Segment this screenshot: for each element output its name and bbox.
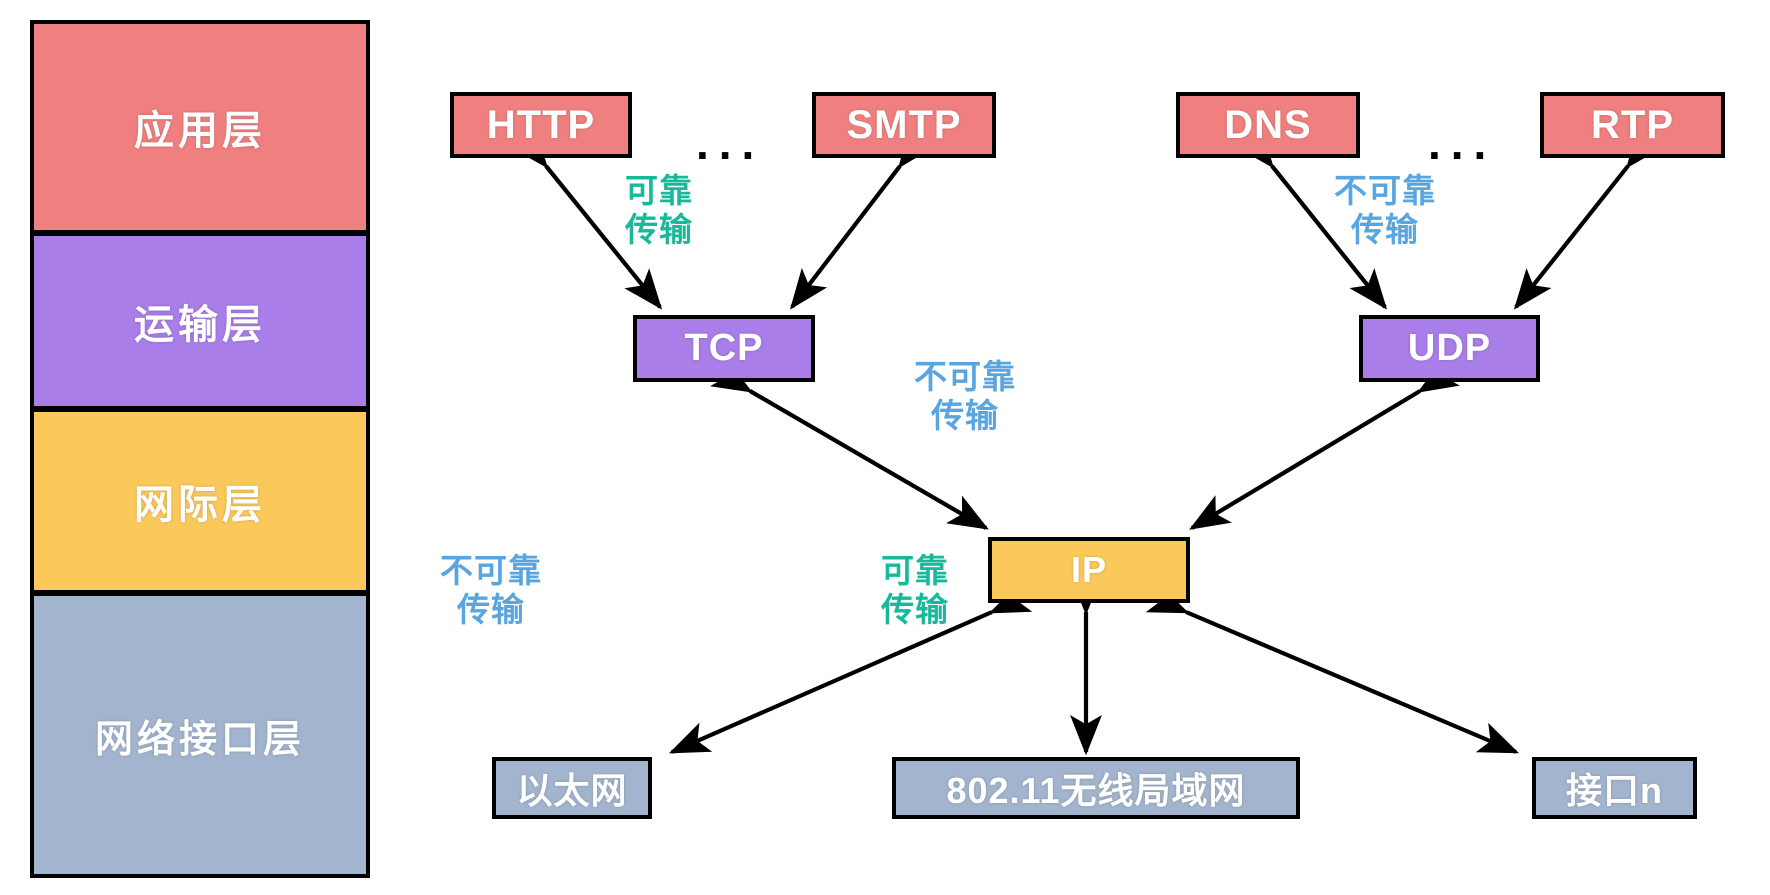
layer-label-network-interface: 网络接口层	[94, 718, 305, 761]
node-ip: IP	[988, 537, 1190, 603]
edge-ip-ethernet	[668, 582, 1033, 754]
layer-box-internet: 网际层	[30, 408, 370, 594]
node-label-tcp: TCP	[684, 327, 764, 369]
layer-box-transport: 运输层	[30, 232, 370, 410]
edge-dns-udp	[1236, 127, 1388, 310]
ellipsis-right: ...	[1428, 117, 1497, 169]
node-wlan: 802.11无线局域网	[892, 757, 1300, 819]
edge-label-tcp-reliable: 可靠 传输	[625, 172, 693, 248]
edge-tcp-ip	[710, 358, 989, 530]
node-label-http: HTTP	[486, 102, 596, 147]
layer-label-application: 应用层	[134, 109, 266, 153]
node-dns: DNS	[1176, 92, 1360, 158]
node-label-udp: UDP	[1407, 327, 1492, 369]
edge-label-udp-unreliable: 不可靠 传输	[1334, 172, 1436, 248]
layer-box-network-interface: 网络接口层	[30, 592, 370, 878]
node-label-smtp: SMTP	[846, 102, 962, 147]
node-rtp: RTP	[1540, 92, 1725, 158]
node-label-ethernet: 以太网	[516, 770, 628, 811]
edge-ip-ifn	[1145, 582, 1520, 754]
node-udp: UDP	[1359, 315, 1540, 382]
edge-udp-ip	[1189, 358, 1460, 530]
node-tcp: TCP	[633, 315, 815, 382]
edge-label-ethernet-unreliable: 不可靠 传输	[440, 552, 542, 628]
edge-label-wlan-reliable: 可靠 传输	[881, 552, 949, 628]
edge-smtp-tcp	[789, 126, 936, 310]
edge-label-ip-unreliable: 不可靠 传输	[914, 358, 1016, 434]
node-interface-n: 接口n	[1532, 757, 1697, 819]
node-label-interface-n: 接口n	[1566, 770, 1663, 811]
node-smtp: SMTP	[812, 92, 996, 158]
node-label-ip: IP	[1070, 549, 1107, 590]
layer-label-internet: 网际层	[134, 483, 266, 527]
node-ethernet: 以太网	[492, 757, 652, 819]
node-label-wlan: 802.11无线局域网	[946, 770, 1246, 811]
edge-http-tcp	[510, 127, 663, 310]
edge-rtp-udp	[1513, 127, 1664, 310]
layer-box-application: 应用层	[30, 20, 370, 234]
ellipsis-left: ...	[696, 117, 765, 169]
layer-label-transport: 运输层	[134, 303, 266, 347]
node-label-rtp: RTP	[1591, 102, 1674, 147]
node-http: HTTP	[450, 92, 632, 158]
node-label-dns: DNS	[1224, 102, 1312, 147]
